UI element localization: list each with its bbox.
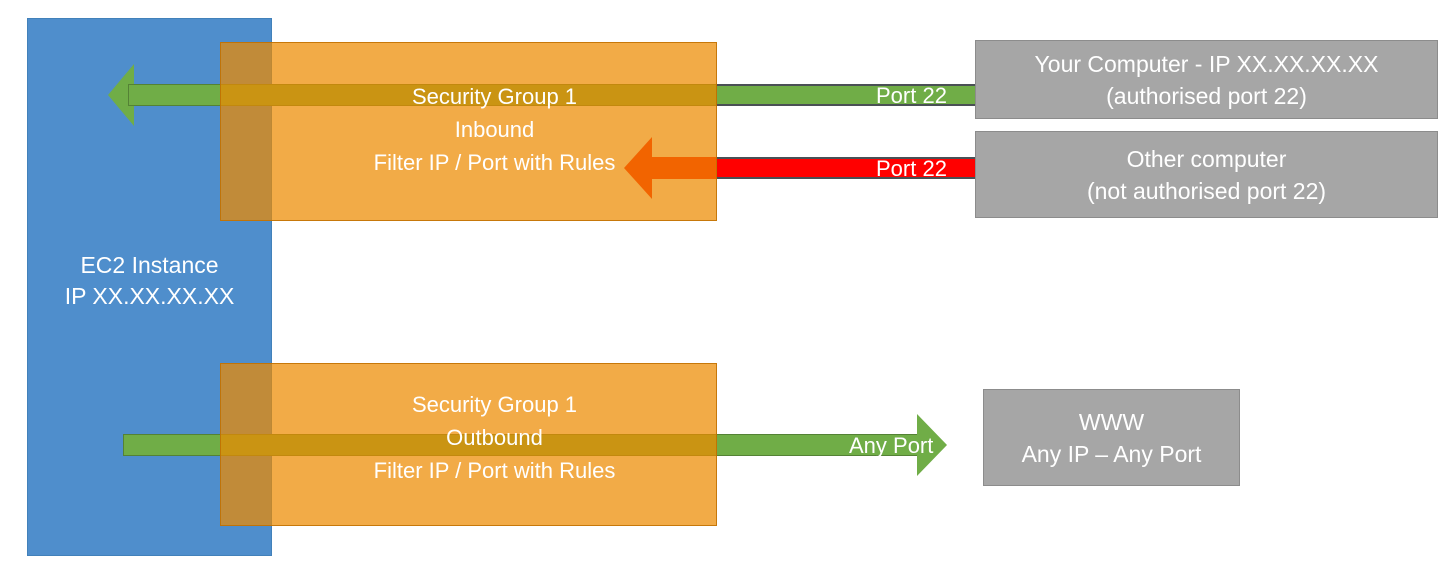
inbound-blocked-port-label: Port 22 [876,156,947,181]
outbound-arrowhead-icon [917,414,947,476]
inbound-blocked-flow-bar [717,157,975,179]
outbound-port-label: Any Port [849,433,934,458]
endpoint-your-computer: Your Computer - IP XX.XX.XX.XX (authoris… [975,40,1438,119]
security-group-outbound-box [220,363,717,526]
endpoint-other-computer: Other computer (not authorised port 22) [975,131,1438,218]
inbound-allowed-flow-bar [717,84,975,106]
inbound-allowed-port-label: Port 22 [876,83,947,108]
ec2-instance-label: EC2 Instance IP XX.XX.XX.XX [64,252,235,309]
endpoint-www: WWW Any IP – Any Port [983,389,1240,486]
security-group-inbound-box [220,42,717,221]
